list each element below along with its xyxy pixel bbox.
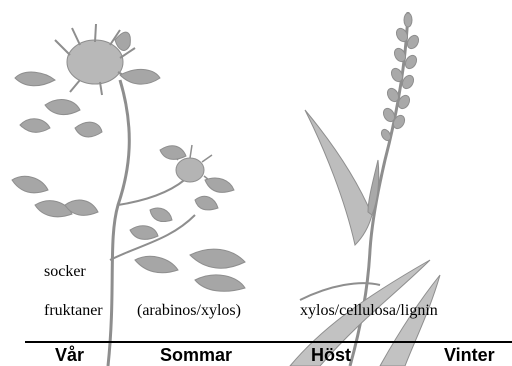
arabinoxylan-label: (arabinos/xylos) bbox=[137, 302, 241, 320]
season-autumn: Höst bbox=[311, 345, 351, 366]
leaf bbox=[20, 119, 50, 132]
leaf bbox=[120, 69, 160, 84]
clover-stem bbox=[108, 80, 129, 366]
leaf bbox=[205, 178, 234, 192]
lignin-label: xylos/cellulosa/lignin bbox=[300, 302, 438, 320]
season-summer: Sommar bbox=[160, 345, 232, 366]
leaf bbox=[195, 196, 218, 210]
leaf bbox=[195, 275, 245, 291]
season-axis-line bbox=[25, 341, 512, 343]
leaf bbox=[130, 226, 158, 240]
leaf bbox=[15, 72, 55, 86]
seed-head bbox=[380, 13, 421, 142]
fructans-label: fruktaner bbox=[44, 302, 103, 320]
leaf bbox=[45, 100, 80, 115]
leaf bbox=[135, 256, 178, 272]
leaf bbox=[190, 249, 245, 268]
clover-branch bbox=[118, 175, 190, 205]
leaf bbox=[160, 146, 186, 160]
leaf bbox=[150, 208, 172, 221]
leaf bbox=[75, 122, 102, 137]
sugar-label: socker bbox=[44, 263, 86, 281]
season-spring: Vår bbox=[55, 345, 84, 366]
season-winter: Vinter bbox=[444, 345, 495, 366]
leaf bbox=[12, 176, 48, 192]
leaf bbox=[35, 201, 72, 217]
